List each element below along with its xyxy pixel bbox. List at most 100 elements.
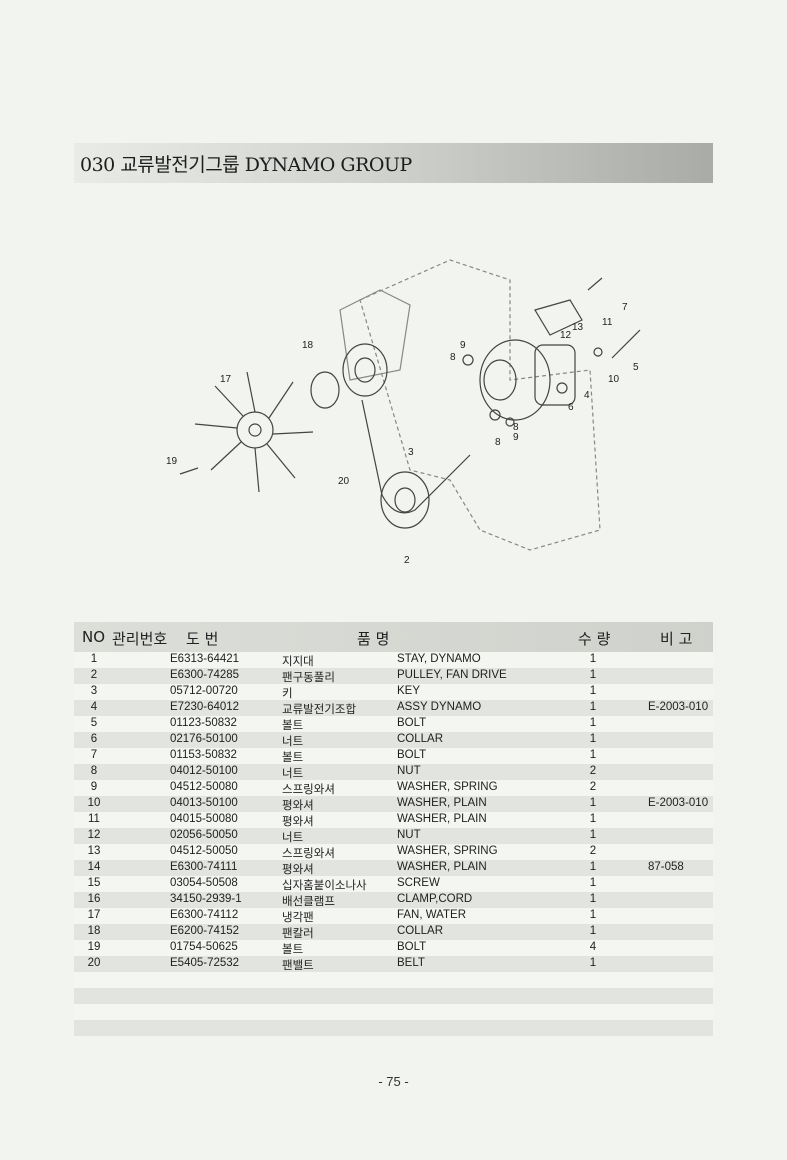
row-quantity: 1 [589,909,597,921]
row-no: 9 [90,781,98,793]
row-korean-name: 너트 [282,768,304,780]
row-quantity: 1 [589,669,597,681]
row-no: 13 [87,845,101,857]
row-part-code: E6300-74285 [170,669,240,681]
row-english-name: STAY, DYNAMO [397,653,481,665]
row-quantity: 1 [589,717,597,729]
row-korean-name: 너트 [282,832,304,844]
callout-8c: 8 [513,422,519,433]
table-row: 11 04015-50080 평와셔 WASHER, PLAIN 1 [74,812,713,828]
row-english-name: WASHER, SPRING [397,845,498,857]
row-english-name: WASHER, SPRING [397,781,498,793]
row-quantity: 4 [589,941,597,953]
row-part-code: 04013-50100 [170,797,238,809]
row-part-code: 05712-00720 [170,685,238,697]
row-no: 5 [90,717,98,729]
row-korean-name: 평와셔 [282,816,314,828]
header-drawing: 도 번 [186,630,219,648]
table-filler [74,972,713,1036]
callout-9b: 9 [513,432,519,443]
row-part-code: 01153-50832 [170,749,237,761]
row-english-name: NUT [397,829,421,841]
callout-2: 2 [404,555,410,566]
row-korean-name: 팬구동풀리 [282,672,335,684]
callout-3: 3 [408,447,414,458]
row-korean-name: 스프링와셔 [282,784,335,796]
row-korean-name: 볼트 [282,752,304,764]
callout-8b: 8 [495,437,501,448]
row-english-name: BELT [397,957,425,969]
row-quantity: 1 [589,877,597,889]
callout-7: 7 [622,302,628,313]
row-korean-name: 팬칼러 [282,928,314,940]
row-part-code: 04512-50050 [170,845,238,857]
row-part-code: 01754-50625 [170,941,238,953]
callout-6: 6 [568,402,574,413]
row-quantity: 2 [589,781,597,793]
row-korean-name: 냉각팬 [282,912,314,924]
row-korean-name: 스프링와셔 [282,848,335,860]
row-no: 2 [90,669,98,681]
row-no: 16 [87,893,101,905]
row-korean-name: 볼트 [282,944,304,956]
row-quantity: 1 [589,749,597,761]
header-part-name: 품 명 [357,630,390,648]
row-quantity: 1 [589,813,597,825]
row-part-code: E6300-74111 [170,861,238,873]
row-quantity: 1 [589,893,597,905]
row-part-code: 02056-50050 [170,829,238,841]
row-no: 11 [88,813,100,825]
callout-5: 5 [633,362,639,373]
row-part-code: 04512-50080 [170,781,238,793]
callout-18: 18 [302,340,314,351]
section-number: 030 [80,153,115,176]
table-row: 9 04512-50080 스프링와셔 WASHER, SPRING 2 [74,780,713,796]
row-quantity: 2 [589,765,597,777]
row-quantity: 1 [589,653,597,665]
table-row: 2 E6300-74285 팬구동풀리 PULLEY, FAN DRIVE 1 [74,668,713,684]
row-korean-name: 지지대 [282,656,314,668]
row-part-code: E6300-74112 [170,909,239,921]
callout-10: 10 [608,374,620,385]
callout-20: 20 [338,476,350,487]
row-english-name: ASSY DYNAMO [397,701,482,713]
row-no: 19 [87,941,101,953]
row-no: 15 [87,877,101,889]
row-part-code: 03054-50508 [170,877,238,889]
callout-17: 17 [220,374,232,385]
row-no: 6 [90,733,98,745]
row-quantity: 1 [589,829,597,841]
row-part-code: 04015-50080 [170,813,238,825]
row-no: 14 [87,861,101,873]
section-title-english: DYNAMO GROUP [244,153,413,176]
row-english-name: SCREW [397,877,440,889]
row-part-code: 01123-50832 [170,717,237,729]
callout-19: 19 [166,456,178,467]
row-english-name: COLLAR [397,733,444,745]
row-english-name: PULLEY, FAN DRIVE [397,669,507,681]
row-korean-name: 볼트 [282,720,304,732]
row-english-name: NUT [397,765,421,777]
row-no: 8 [90,765,98,777]
row-english-name: WASHER, PLAIN [397,797,487,809]
row-part-code: 34150-2939-1 [170,893,242,905]
row-korean-name: 교류발전기조합 [282,704,357,716]
row-no: 1 [90,653,98,665]
row-english-name: COLLAR [397,925,444,937]
row-english-name: KEY [397,685,421,697]
row-korean-name: 너트 [282,736,304,748]
row-quantity: 1 [589,925,597,937]
row-english-name: WASHER, PLAIN [397,813,487,825]
header-no: NO [82,628,106,646]
